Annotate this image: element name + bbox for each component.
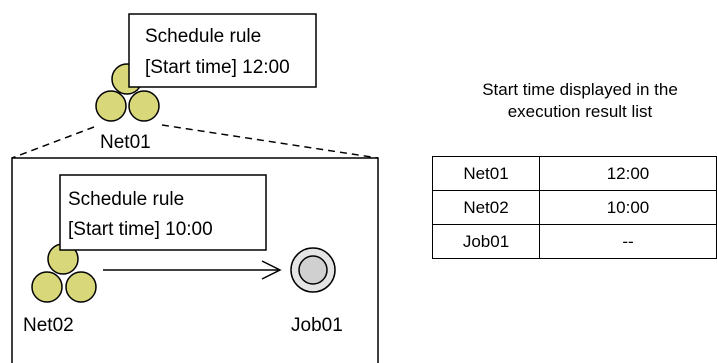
net01-schedule-rule-box: Schedule rule [Start time] 12:00 [128, 13, 317, 88]
caption-line-1: Start time displayed in the [482, 80, 678, 99]
net01-expanded-frame [11, 157, 379, 363]
table-row: Net02 10:00 [432, 190, 717, 225]
table-row: Net01 12:00 [432, 156, 717, 191]
net02-label: Net02 [23, 315, 74, 336]
row-start-time: 10:00 [539, 190, 717, 225]
table-row: Job01 -- [432, 224, 717, 259]
row-name: Job01 [432, 224, 540, 259]
expansion-line-left [11, 126, 95, 159]
job01-label: Job01 [291, 315, 343, 336]
net02-schedule-rule-box: Schedule rule [Start time] 10:00 [59, 174, 267, 251]
execution-result-table: Net01 12:00 Net02 10:00 Job01 -- [432, 156, 717, 259]
net01-label: Net01 [100, 132, 151, 153]
caption-line-2: execution result list [507, 102, 653, 121]
job01-job-icon[interactable] [290, 247, 336, 293]
row-start-time: 12:00 [539, 156, 717, 191]
net02-jobnet-icon[interactable] [31, 243, 97, 303]
row-start-time: -- [539, 224, 717, 259]
net01-rule-title: Schedule rule [145, 26, 261, 47]
flow-arrow [103, 260, 282, 280]
net02-rule-detail: [Start time] 10:00 [68, 219, 213, 240]
row-name: Net02 [432, 190, 540, 225]
net01-rule-detail: [Start time] 12:00 [145, 57, 290, 78]
net02-rule-title: Schedule rule [68, 189, 184, 210]
result-list-caption: Start time displayed in the execution re… [435, 79, 717, 123]
row-name: Net01 [432, 156, 540, 191]
expansion-line-right [161, 124, 379, 159]
